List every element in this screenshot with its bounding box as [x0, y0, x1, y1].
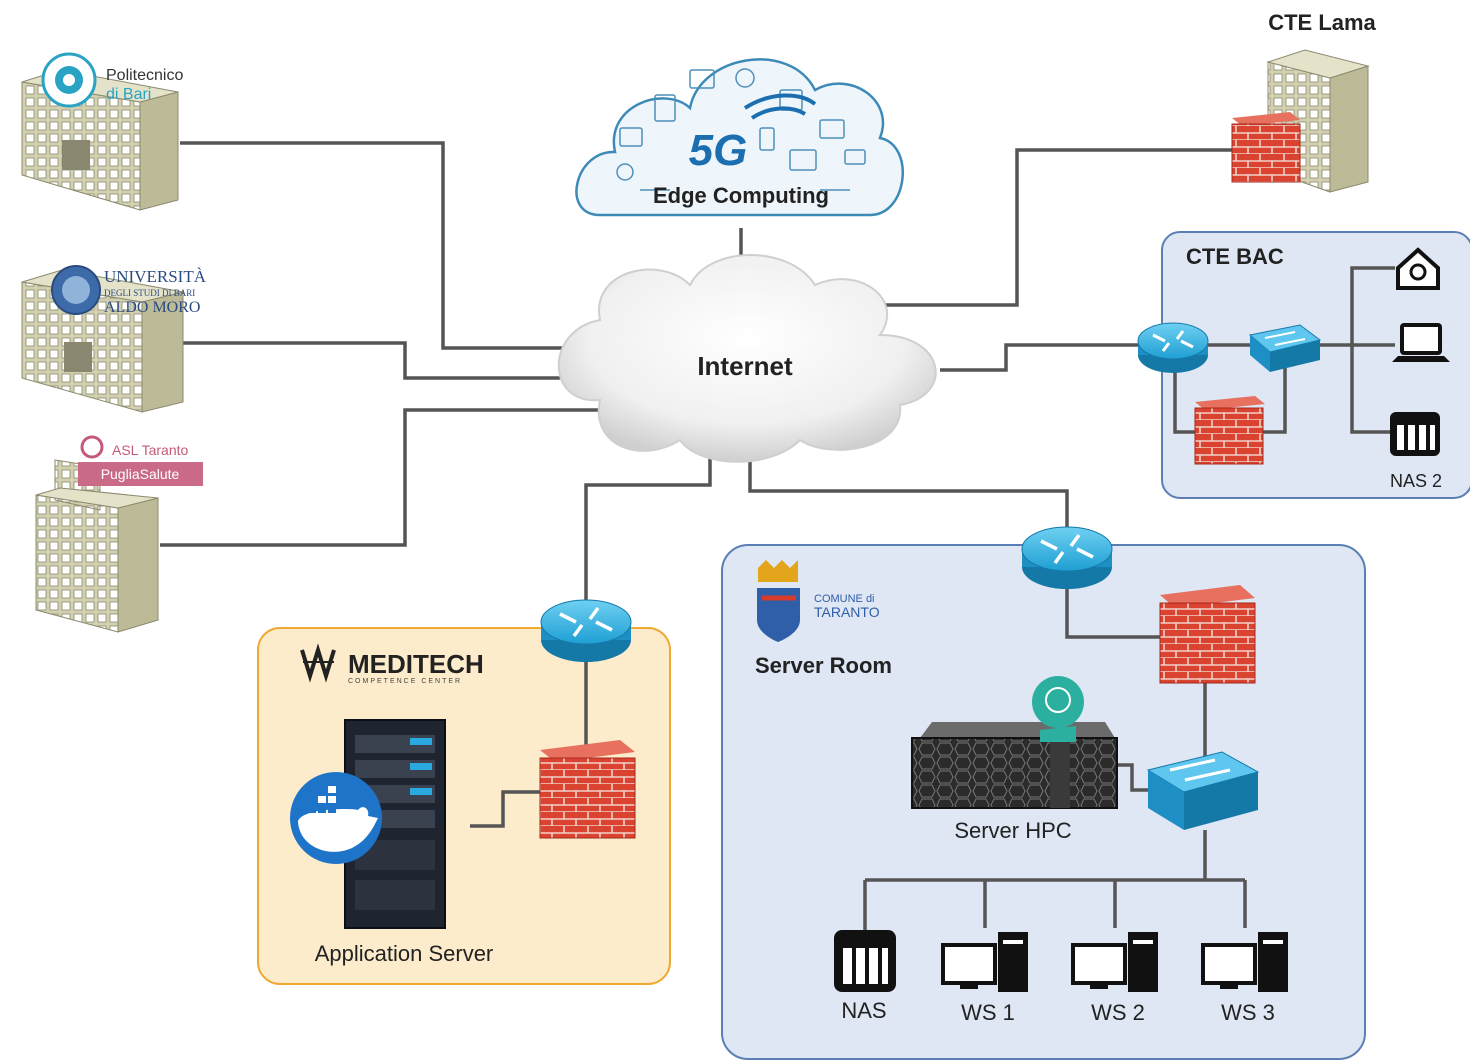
ai-head-icon	[1032, 676, 1084, 742]
ws2-label: WS 2	[1091, 1000, 1145, 1025]
cte-lama-label: CTE Lama	[1268, 10, 1376, 35]
meditech-logo-icon	[300, 643, 336, 683]
link-cte-bac	[940, 343, 1140, 372]
nas2-label: NAS 2	[1390, 471, 1442, 491]
politecnico-name-line2: di Bari	[106, 86, 151, 103]
politecnico-name-line1: Politecnico	[106, 67, 183, 84]
link-cte-lama	[860, 148, 1240, 307]
link-server-room	[748, 445, 1069, 530]
firewall-icon	[539, 740, 636, 839]
link-meditech	[584, 455, 712, 602]
politecnico-logo-icon	[41, 52, 97, 108]
firewall-icon	[1231, 112, 1301, 183]
ws1-label: WS 1	[961, 1000, 1015, 1025]
workstation-icon	[1201, 932, 1288, 992]
nas-icon	[1390, 412, 1440, 456]
taranto-crest-icon	[757, 560, 800, 642]
uniba-name-line2: DEGLI STUDI DI BARI	[104, 288, 195, 298]
docker-icon	[290, 772, 382, 864]
ws3-label: WS 3	[1221, 1000, 1275, 1025]
router-icon	[1021, 526, 1113, 589]
nas-label: NAS	[841, 998, 886, 1023]
iot-hub-icon	[1396, 247, 1440, 290]
edge-cloud-icon	[575, 58, 904, 217]
edge-computing-label: Edge Computing	[653, 183, 829, 208]
building-icon	[21, 269, 184, 413]
router-icon	[540, 599, 632, 662]
link-politecnico	[180, 141, 600, 350]
nas-icon	[834, 930, 896, 992]
workstation-icon	[941, 932, 1028, 992]
laptop-icon	[1392, 323, 1450, 362]
router-icon	[1137, 322, 1209, 373]
application-server-label: Application Server	[315, 941, 494, 966]
meditech-brand: MEDITECH	[348, 649, 484, 679]
link-asl	[160, 408, 620, 547]
asl-logo-icon	[78, 435, 203, 486]
switch-icon	[1248, 324, 1322, 372]
uniba-name-line3: ALDO MORO	[104, 299, 200, 316]
uniba-name-line1: UNIVERSITÀ	[104, 267, 207, 286]
hpc-server-icon	[911, 722, 1118, 809]
server-hpc-label: Server HPC	[954, 818, 1071, 843]
firewall-icon	[1194, 396, 1265, 465]
uniba-logo-icon	[51, 265, 101, 315]
internet-label: Internet	[697, 351, 793, 381]
taranto-name-line1: COMUNE di	[814, 593, 875, 605]
switch-icon	[1146, 751, 1260, 830]
link-uniba	[182, 341, 600, 380]
meditech-tagline: COMPETENCE CENTER	[348, 678, 462, 685]
taranto-name-line2: TARANTO	[814, 604, 880, 620]
firewall-icon	[1159, 585, 1256, 684]
asl-name-line1: ASL Taranto	[112, 442, 188, 458]
server-room-label: Server Room	[755, 653, 892, 678]
asl-name-line2: PugliaSalute	[101, 466, 180, 482]
cte-bac-title: CTE BAC	[1186, 244, 1284, 269]
internet-cloud-icon	[557, 254, 937, 463]
edge-5g-badge: 5G	[689, 126, 748, 175]
workstation-icon	[1071, 932, 1158, 992]
